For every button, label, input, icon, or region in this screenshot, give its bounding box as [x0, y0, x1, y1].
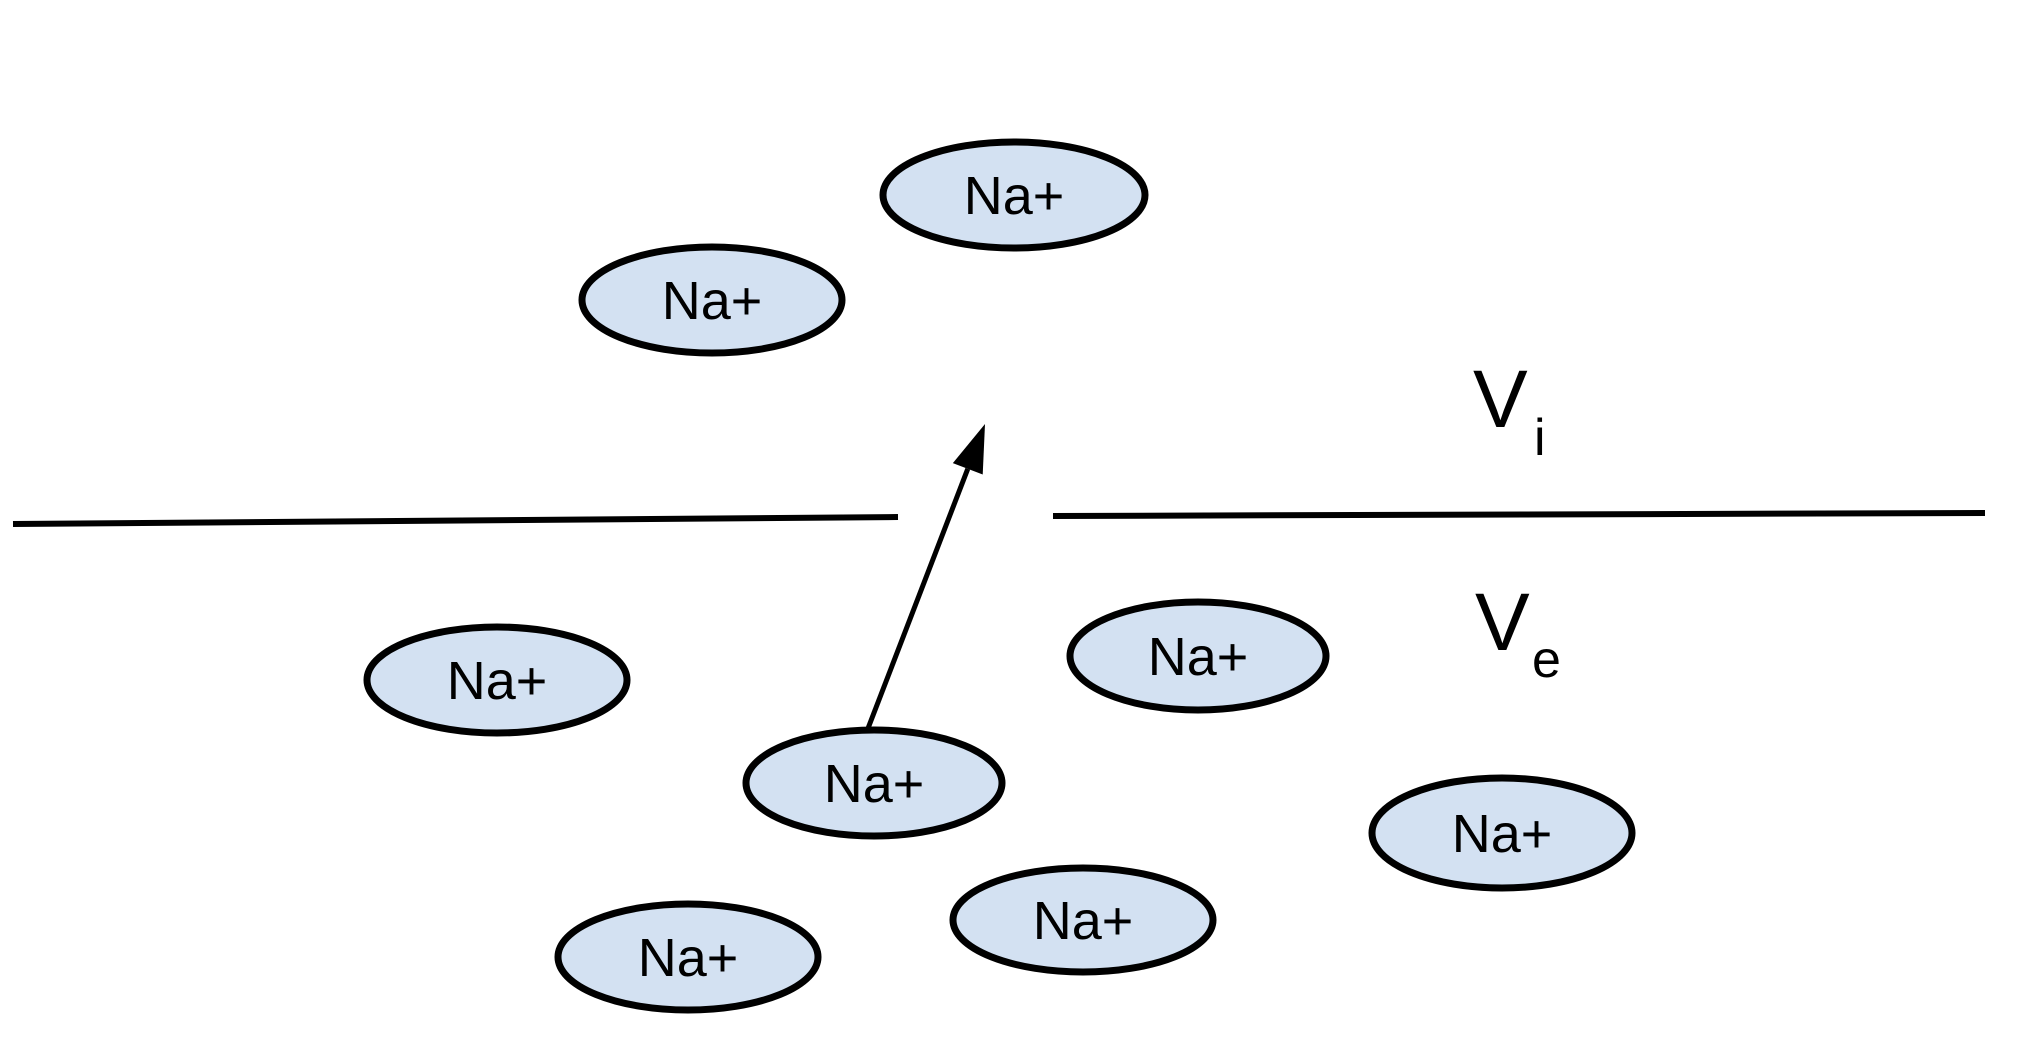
arrowhead-icon [952, 424, 985, 475]
ion-label: Na+ [662, 271, 763, 331]
ion-label: Na+ [824, 754, 925, 814]
sodium-ion-extracellular: Na+ [1066, 598, 1330, 714]
ion-ellipse [949, 864, 1217, 976]
ion-ellipse [363, 623, 631, 737]
sodium-ion-extracellular: Na+ [742, 726, 1006, 840]
ion-label: Na+ [964, 166, 1065, 226]
ion-ellipse [554, 900, 822, 1014]
sodium-ion-extracellular: Na+ [554, 900, 822, 1014]
sodium-ion-intracellular: Na+ [578, 243, 846, 357]
voltage-subscript: e [1532, 631, 1561, 689]
ion-label: Na+ [1033, 891, 1134, 951]
ion-ellipse [1368, 774, 1636, 892]
ion-ellipse [1066, 598, 1330, 714]
sodium-ion-extracellular: Na+ [1368, 774, 1636, 892]
sodium-ion-extracellular: Na+ [363, 623, 631, 737]
sodium-ion-extracellular: Na+ [949, 864, 1217, 976]
membrane-line-segment [12, 514, 899, 527]
ion-label: Na+ [1148, 627, 1249, 687]
voltage-symbol: V [1475, 577, 1530, 668]
ion-flux-arrow [864, 424, 985, 732]
sodium-ion-intracellular: Na+ [879, 138, 1149, 252]
ion-ellipse [742, 726, 1006, 840]
arrow-shaft [864, 467, 971, 732]
sodium-ions: Na+ Na+ Na+ Na+ Na+ Na+ Na+ Na+ [363, 138, 1636, 1014]
ion-ellipse [578, 243, 846, 357]
ion-ellipse [879, 138, 1149, 252]
voltage-symbol: V [1473, 354, 1528, 445]
membrane [12, 510, 1986, 527]
ion-label: Na+ [1452, 804, 1553, 864]
voltage-subscript: i [1534, 409, 1546, 467]
ion-label: Na+ [638, 928, 739, 988]
ion-label: Na+ [447, 651, 548, 711]
membrane-line-segment [1052, 510, 1986, 519]
